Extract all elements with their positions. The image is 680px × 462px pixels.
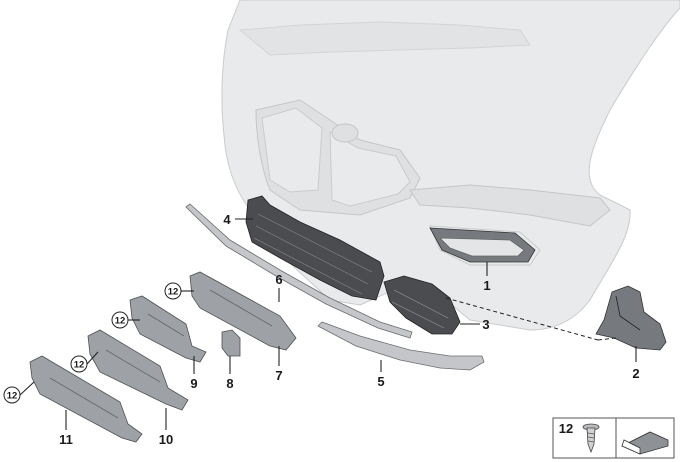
callout-7: 7 <box>275 368 282 383</box>
svg-text:12: 12 <box>7 391 18 402</box>
svg-text:12: 12 <box>115 316 126 327</box>
callout-2: 2 <box>632 366 639 381</box>
callout-11: 11 <box>59 432 73 447</box>
part-10-panel <box>87 329 189 411</box>
legend-screw-label: 12 <box>559 421 573 436</box>
screw-callout-a: 12 <box>164 282 182 300</box>
part-11-panel <box>29 355 143 443</box>
panel-section-icon <box>621 431 669 455</box>
part-5-lower-trim <box>317 321 485 371</box>
screw-icon <box>582 423 600 454</box>
callout-5: 5 <box>377 374 384 389</box>
part-7-panel <box>189 271 297 351</box>
leader-lines <box>19 218 637 430</box>
screw-callout-b: 12 <box>111 311 129 329</box>
callout-4: 4 <box>223 212 231 227</box>
callout-6: 6 <box>275 272 282 287</box>
screw-callout-d: 12 <box>3 386 21 404</box>
legend-box: 12 <box>552 417 675 459</box>
part-2-bracket <box>595 285 667 351</box>
callout-8: 8 <box>226 376 233 391</box>
part-4-grille-carrier <box>245 195 385 301</box>
screw-callout-c: 12 <box>70 355 88 373</box>
part-9-panel <box>129 295 207 363</box>
part-3-side-duct <box>383 275 461 335</box>
callout-3: 3 <box>482 317 489 332</box>
part-8-clip <box>221 329 241 357</box>
callout-9: 9 <box>190 376 197 391</box>
part-6-trim-strip <box>185 203 413 339</box>
svg-text:12: 12 <box>168 287 179 298</box>
callout-10: 10 <box>159 432 173 447</box>
callout-1: 1 <box>483 278 490 293</box>
svg-text:12: 12 <box>74 360 85 371</box>
